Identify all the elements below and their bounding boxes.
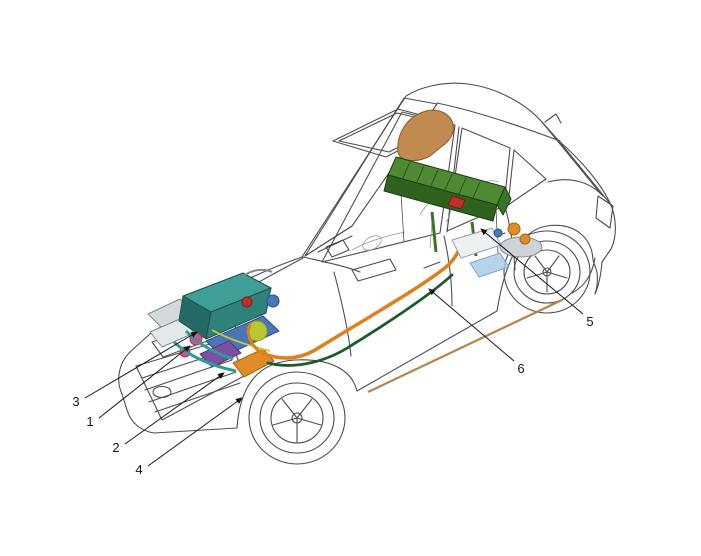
far-headlight [351, 258, 397, 282]
rear-wheel [503, 230, 591, 314]
component-red [241, 296, 253, 308]
hatch-near-edge [541, 121, 602, 195]
leader-line-3 [84, 331, 198, 399]
callout-1: 1 [86, 345, 191, 429]
side-mirror [325, 239, 350, 258]
tail-lamp [595, 195, 614, 229]
front-door-seam [333, 271, 352, 357]
leader-line-4 [147, 397, 243, 467]
leader-line-2 [124, 372, 225, 445]
b-pillar-seam [443, 235, 453, 307]
battery-end [496, 186, 512, 216]
leader-line-6 [428, 288, 515, 362]
exhaust-line [367, 299, 563, 393]
battery-connector-orange [507, 222, 521, 236]
hv-cable-green [266, 273, 454, 367]
hyundai-logo [152, 385, 172, 399]
callout-4: 4 [135, 397, 243, 477]
wiring-yellow [211, 329, 271, 352]
coolant-hose [184, 329, 234, 361]
callout-5: 5 [480, 228, 594, 329]
component-blue-small [266, 294, 280, 308]
callout-6: 6 [428, 288, 525, 376]
far-fender-line [302, 256, 361, 273]
battery-leg-left [430, 211, 438, 253]
callout-label-6: 6 [517, 361, 524, 376]
spoiler-edge [558, 140, 613, 207]
front-wheel [248, 371, 346, 465]
compressor-orange [232, 348, 275, 378]
roof-antenna [544, 113, 562, 124]
leader-line-1 [98, 345, 191, 419]
cowl-line [304, 225, 353, 257]
callout-2: 2 [112, 372, 225, 455]
battery-connector-blue [493, 228, 503, 238]
callout-3: 3 [72, 331, 198, 409]
far-roof-edge [436, 102, 561, 142]
hv-battery-assembly [383, 109, 543, 278]
battery-bracket-copper [397, 109, 454, 161]
callout-label-2: 2 [112, 440, 119, 455]
coolant-hose-lower [172, 340, 237, 373]
battery-front [383, 174, 498, 222]
callout-label-1: 1 [86, 414, 93, 429]
engine-cover-side [205, 287, 272, 340]
wiper [317, 235, 353, 253]
hv-cable-orange [258, 235, 467, 360]
car-line-art [118, 82, 616, 434]
service-plug-red [447, 195, 466, 210]
pipe-gray [242, 268, 273, 277]
engine-assembly [147, 268, 280, 378]
hv-cable-orange-loop [246, 323, 262, 354]
battery-ribs [401, 161, 481, 201]
battery-connector-orange-small [519, 233, 531, 245]
callout-label-5: 5 [586, 314, 593, 329]
callout-label-3: 3 [72, 394, 79, 409]
beltline [547, 179, 604, 197]
quarter-window [507, 149, 547, 206]
car-underbody [121, 224, 598, 434]
front-door-handle [423, 261, 441, 269]
fuel-tank-panel [469, 252, 510, 278]
rear-bumper-crease [571, 257, 596, 294]
front-door-window [321, 111, 456, 263]
callout-label-4: 4 [135, 462, 142, 477]
leader-line-5 [480, 228, 584, 315]
